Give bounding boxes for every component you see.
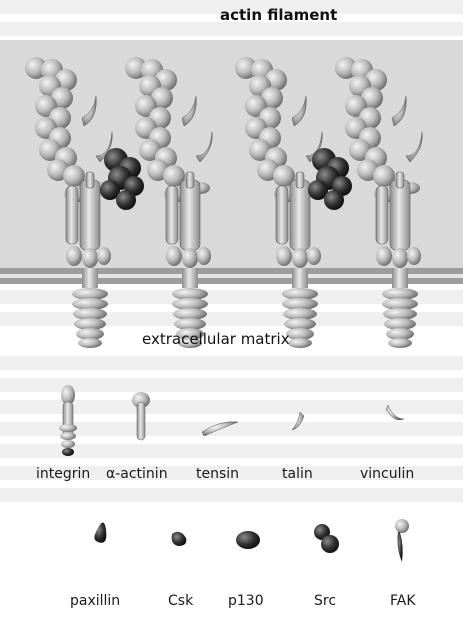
- protein-label-paxillin: paxillin: [70, 593, 120, 609]
- protein-label-alpha-actinin: α-actinin: [106, 466, 168, 482]
- integrin-icon: [59, 385, 77, 456]
- protein-label-integrin: integrin: [36, 466, 90, 482]
- protein-label-p130: p130: [228, 593, 264, 609]
- protein-label-fak: FAK: [390, 593, 416, 609]
- actin-filament-label: actin filament: [220, 6, 337, 24]
- extracellular-matrix-label: extracellular matrix: [142, 330, 290, 348]
- fak-icon: [395, 519, 409, 562]
- csk-icon: [172, 532, 187, 546]
- paxillin-icon: [94, 522, 106, 542]
- protein-label-csk: Csk: [168, 593, 193, 609]
- protein-label-tensin: tensin: [196, 466, 239, 482]
- src-icon: [314, 524, 339, 553]
- protein-label-vinculin: vinculin: [360, 466, 414, 482]
- protein-label-talin: talin: [282, 466, 313, 482]
- p130-icon: [236, 531, 260, 549]
- protein-label-src: Src: [314, 593, 336, 609]
